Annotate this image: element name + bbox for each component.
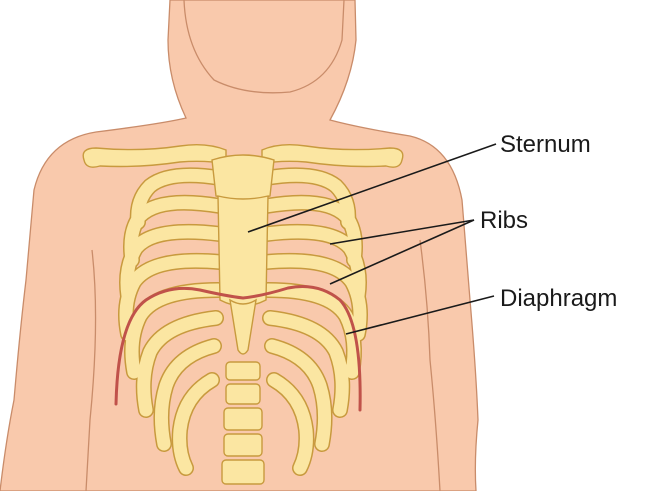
ribs-label: Ribs: [480, 207, 528, 234]
diaphragm-label: Diaphragm: [500, 285, 617, 312]
sternum-label: Sternum: [500, 131, 591, 158]
manubrium: [212, 155, 274, 200]
spine: [222, 362, 264, 484]
sternum-body: [218, 196, 268, 306]
